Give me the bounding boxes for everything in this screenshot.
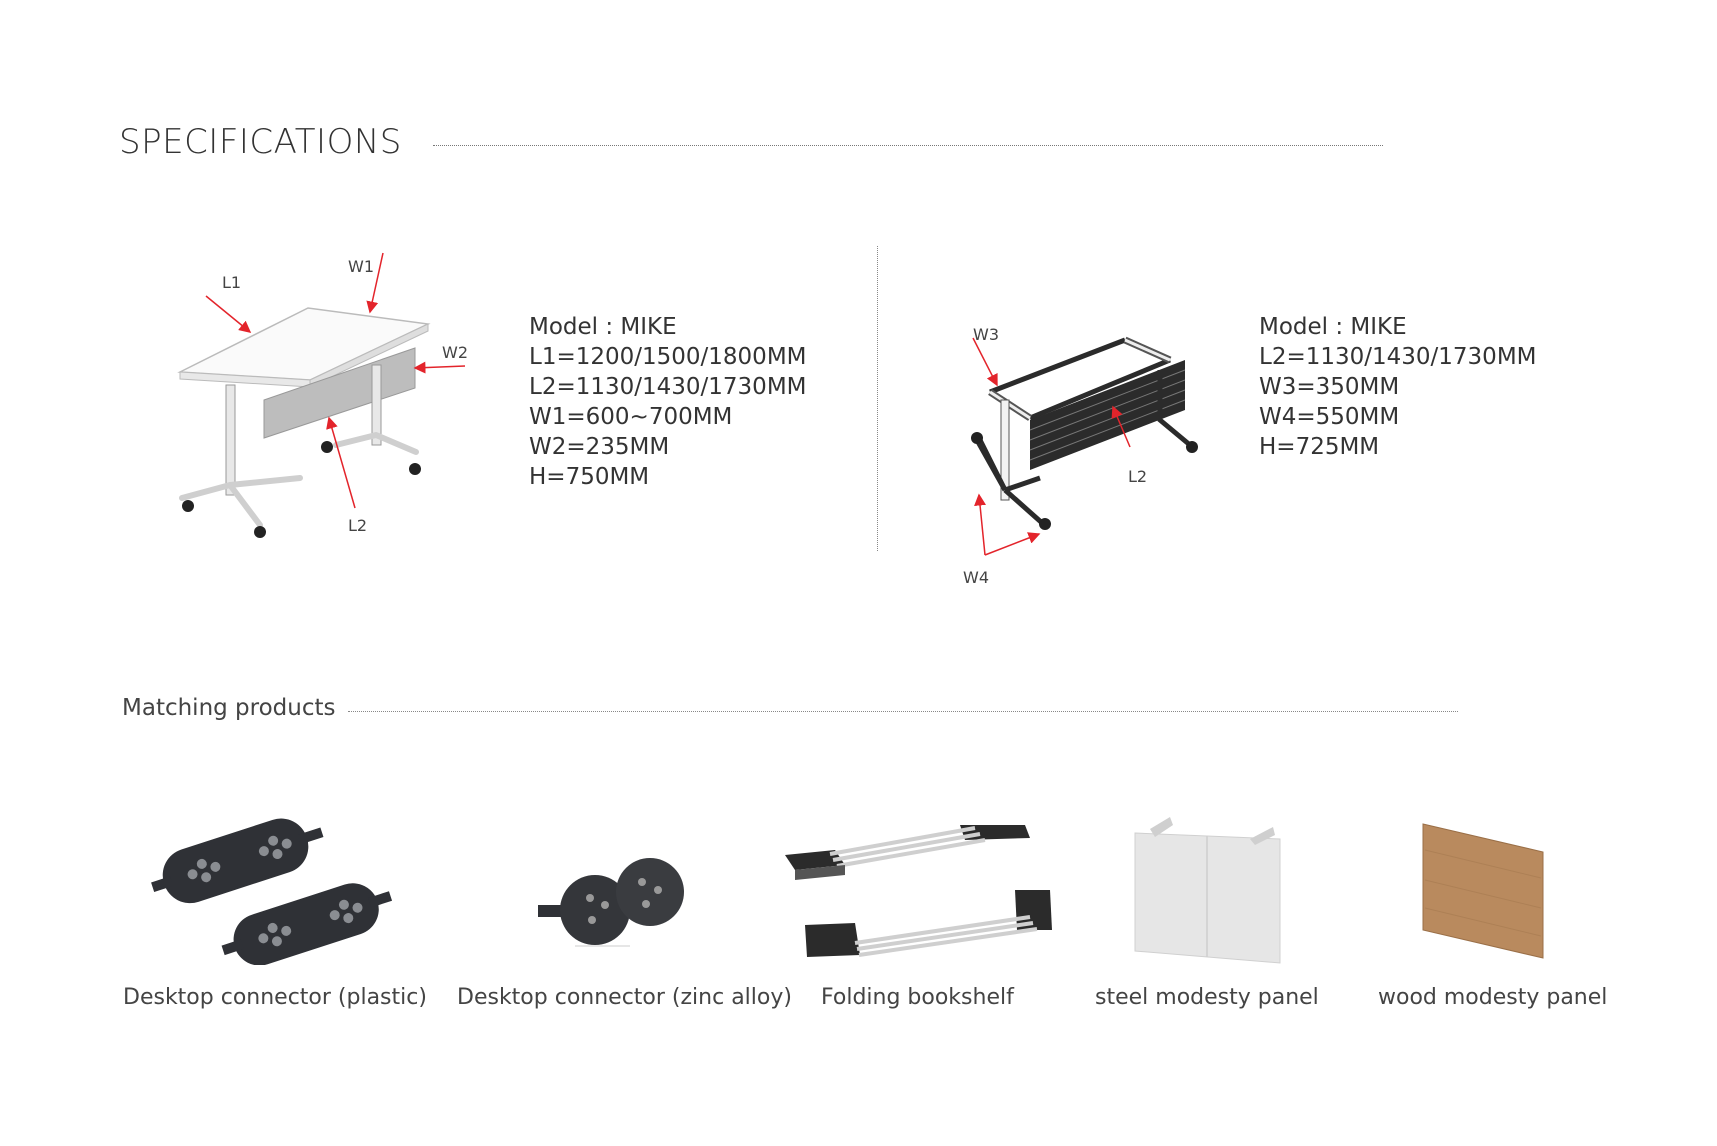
spec-l2: L2=1130/1430/1730MM (529, 374, 807, 400)
spec-w1: W1=600~700MM (529, 404, 733, 430)
product-caption-wood-panel: wood modesty panel (1378, 985, 1608, 1010)
label-l2: L2 (348, 516, 367, 535)
label-w2: W2 (442, 343, 468, 362)
spec-w3: W3=350MM (1259, 374, 1400, 400)
product-image-zinc-connector (538, 858, 684, 947)
product-image-plastic-connector (151, 818, 393, 965)
product-image-steel-panel (1134, 817, 1281, 964)
table-diagram: L1 W1 W2 L2 (177, 252, 468, 538)
page-title: SPECIFICATIONS (119, 122, 402, 162)
label-w1: W1 (348, 257, 374, 276)
spec-model-frame: Model : MIKE (1259, 314, 1407, 340)
label-w3: W3 (973, 325, 999, 344)
frame-diagram: W3 L2 W4 (963, 325, 1198, 587)
product-caption-zinc-connector: Desktop connector (zinc alloy) (457, 985, 792, 1010)
product-caption-steel-panel: steel modesty panel (1095, 985, 1319, 1010)
spec-h-frame: H=725MM (1259, 434, 1380, 460)
spec-l1: L1=1200/1500/1800MM (529, 344, 807, 370)
spec-w4: W4=550MM (1259, 404, 1400, 430)
matching-divider (348, 711, 1458, 712)
product-caption-bookshelf: Folding bookshelf (821, 985, 1014, 1010)
section-divider (877, 246, 878, 551)
label-l1: L1 (222, 273, 241, 292)
product-image-wood-panel (1422, 823, 1544, 959)
product-caption-plastic-connector: Desktop connector (plastic) (123, 985, 427, 1010)
title-divider (433, 145, 1383, 146)
spec-h: H=750MM (529, 464, 650, 490)
spec-list-right: Model : MIKE L2=1130/1430/1730MM W3=350M… (1259, 312, 1537, 462)
label-l2-frame: L2 (1128, 467, 1147, 486)
spec-model: Model : MIKE (529, 314, 677, 340)
matching-products-title: Matching products (122, 695, 336, 721)
spec-w2: W2=235MM (529, 434, 670, 460)
label-w4: W4 (963, 568, 989, 587)
spec-list-left: Model : MIKE L1=1200/1500/1800MM L2=1130… (529, 312, 807, 492)
product-image-bookshelf (785, 825, 1052, 957)
spec-l2-frame: L2=1130/1430/1730MM (1259, 344, 1537, 370)
